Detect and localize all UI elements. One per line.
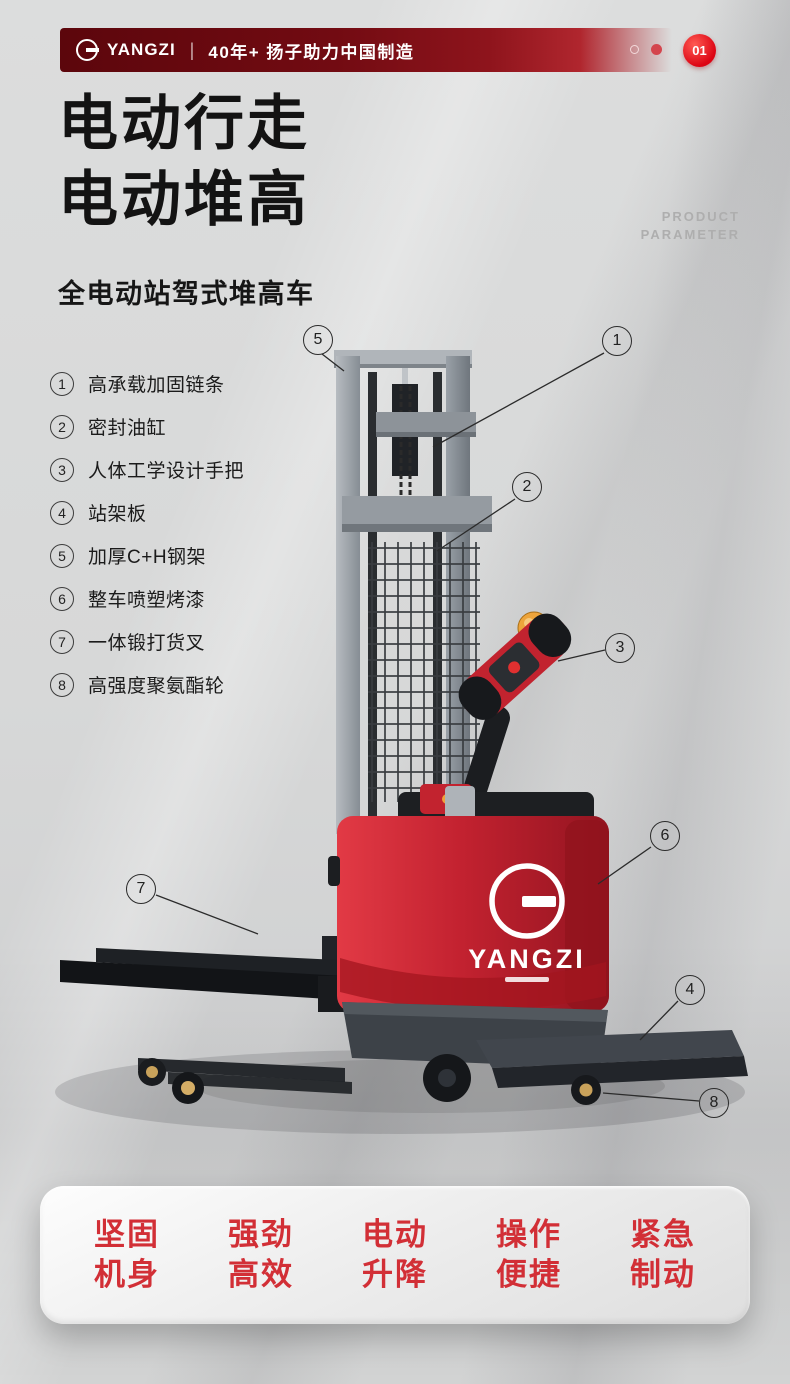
feature-number-badge: 3 <box>50 457 74 482</box>
bottom-feature-line2: 机身 <box>94 1257 160 1292</box>
dot-outline-icon <box>630 45 639 54</box>
dot-red-icon <box>651 44 662 55</box>
fork-assembly <box>60 936 352 1094</box>
watermark-line2: PARAMETER <box>640 227 740 243</box>
product-subtitle: 全电动站驾式堆高车 <box>58 279 315 309</box>
bottom-feature: 坚固 机身 <box>94 1215 160 1294</box>
callout-4: 4 <box>675 975 705 1005</box>
body-brand-text: YANGZI <box>468 944 586 974</box>
feature-number-badge: 1 <box>50 371 74 396</box>
stand-platform <box>476 1030 748 1105</box>
feature-number-badge: 8 <box>50 672 74 697</box>
callout-7: 7 <box>126 874 156 904</box>
list-item: 7 一体锻打货叉 <box>50 620 244 663</box>
feature-label: 密封油缸 <box>88 418 167 439</box>
bottom-feature: 电动 升降 <box>362 1215 428 1294</box>
bottom-feature-line1: 坚固 <box>94 1217 160 1253</box>
callout-1: 1 <box>602 326 632 356</box>
callout-6: 6 <box>650 821 680 851</box>
bottom-feature-line2: 高效 <box>228 1257 294 1292</box>
feature-label: 一体锻打货叉 <box>88 633 206 654</box>
feature-label: 高承载加固链条 <box>88 375 225 396</box>
feature-label: 高强度聚氨酯轮 <box>88 676 225 697</box>
page-title: 电动行走 电动堆高 <box>58 86 310 238</box>
list-item: 8 高强度聚氨酯轮 <box>50 663 244 706</box>
title-line1: 电动行走 <box>58 90 310 157</box>
feature-number-badge: 5 <box>50 543 74 568</box>
feature-number-badge: 4 <box>50 500 74 525</box>
watermark-line1: PRODUCT <box>661 209 740 224</box>
callout-5: 5 <box>303 325 333 355</box>
feature-label: 人体工学设计手把 <box>88 461 245 482</box>
bottom-feature-line1: 紧急 <box>630 1217 696 1253</box>
bottom-feature-line2: 便捷 <box>496 1257 562 1292</box>
load-wheels <box>138 1058 204 1104</box>
list-item: 3 人体工学设计手把 <box>50 448 244 491</box>
bottom-feature-line1: 强劲 <box>228 1217 294 1253</box>
page-number-badge: 01 <box>683 34 716 67</box>
truck-body: YANGZI <box>328 784 609 1012</box>
brand-name: YANGZI <box>107 40 176 59</box>
tiller-handle <box>454 611 572 824</box>
feature-number-badge: 6 <box>50 586 74 611</box>
title-line2: 电动堆高 <box>58 166 310 234</box>
feature-label: 加厚C+H钢架 <box>88 547 207 568</box>
bottom-feature-line2: 制动 <box>630 1257 696 1292</box>
feature-label: 整车喷塑烤漆 <box>88 590 206 611</box>
bottom-feature-line1: 操作 <box>496 1217 562 1253</box>
bottom-feature-line2: 升降 <box>362 1257 428 1292</box>
yangzi-logo-icon <box>76 39 99 61</box>
list-item: 4 站架板 <box>50 491 244 534</box>
watermark-text: PRODUCT PARAMETER <box>641 208 740 244</box>
bottom-feature: 操作 便捷 <box>496 1215 562 1294</box>
list-item: 2 密封油缸 <box>50 405 244 448</box>
callout-lines <box>155 352 700 1102</box>
mast <box>334 350 492 834</box>
feature-list: 1 高承载加固链条 2 密封油缸 3 人体工学设计手把 4 站架板 5 加厚C+… <box>50 362 244 706</box>
header-divider: | <box>189 39 195 60</box>
header-tagline: 40年+ 扬子助力中国制造 <box>208 42 415 62</box>
list-item: 6 整车喷塑烤漆 <box>50 577 244 620</box>
feature-number-badge: 2 <box>50 414 74 439</box>
header-bar: YANGZI | 40年+ 扬子助力中国制造 <box>60 28 672 72</box>
bottom-feature-card: 坚固 机身 强劲 高效 电动 升降 操作 便捷 紧急 制动 <box>40 1186 750 1324</box>
callout-3: 3 <box>605 633 635 663</box>
feature-label: 站架板 <box>88 504 147 525</box>
yangzi-body-logo-icon <box>489 863 565 939</box>
bottom-feature: 强劲 高效 <box>228 1215 294 1294</box>
list-item: 1 高承载加固链条 <box>50 362 244 405</box>
list-item: 5 加厚C+H钢架 <box>50 534 244 577</box>
callout-2: 2 <box>512 472 542 502</box>
bottom-feature: 紧急 制动 <box>630 1215 696 1294</box>
feature-number-badge: 7 <box>50 629 74 654</box>
bottom-feature-line1: 电动 <box>362 1217 428 1253</box>
callout-8: 8 <box>699 1088 729 1118</box>
